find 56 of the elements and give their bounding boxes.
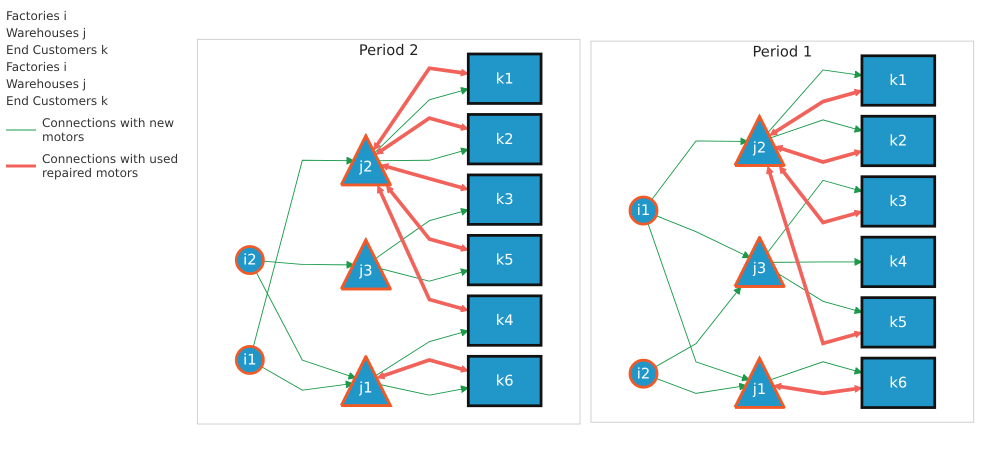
node-box: k6 — [466, 355, 542, 408]
arrow — [374, 87, 469, 154]
node-circle: i1 — [628, 196, 658, 226]
axis-caption: Warehouses j — [6, 77, 88, 91]
node-box: k5 — [860, 296, 936, 349]
arrow — [380, 163, 469, 192]
arrow — [380, 268, 469, 282]
node-box: k1 — [466, 52, 542, 106]
arrow — [252, 156, 354, 348]
axis-caption: Factories i — [6, 60, 68, 74]
axis-caption: End Customers k — [6, 94, 109, 108]
arrow — [767, 70, 862, 134]
arrow — [261, 366, 354, 391]
axis-caption: End Customers k — [6, 43, 109, 57]
arrow — [773, 383, 862, 396]
arrow — [375, 116, 469, 156]
arrow — [651, 138, 748, 201]
legend-text: Connections with used repaired motors — [42, 152, 180, 180]
arrow — [654, 286, 742, 368]
arrow — [656, 216, 750, 258]
arrow — [380, 384, 469, 396]
node-box: k2 — [466, 113, 542, 166]
arrow — [378, 148, 469, 162]
arrow — [770, 362, 862, 381]
arrow — [256, 272, 356, 380]
arrow — [648, 223, 750, 382]
node-box: k1 — [860, 54, 936, 107]
arrow — [376, 186, 469, 313]
legend-text: Connections with new motors — [42, 116, 176, 144]
arrow — [766, 166, 862, 346]
node-box: k6 — [860, 357, 936, 410]
arrow — [778, 166, 862, 225]
node-box: k2 — [860, 115, 936, 168]
node-circle: i2 — [234, 246, 265, 276]
arrow — [774, 145, 862, 164]
arrow — [373, 66, 469, 151]
node-box: k3 — [466, 174, 542, 226]
arrow — [770, 120, 862, 139]
node-box: k5 — [466, 234, 542, 287]
axis-caption: Warehouses j — [6, 26, 88, 40]
arrow — [386, 186, 469, 252]
arrow — [766, 180, 862, 254]
node-box: k3 — [860, 176, 936, 228]
arrow — [374, 208, 469, 260]
arrow — [262, 261, 354, 270]
node-box: k4 — [860, 236, 936, 288]
node-circle: i1 — [234, 345, 265, 376]
arrow — [656, 378, 747, 394]
arrow — [375, 329, 469, 376]
node-box: k4 — [466, 294, 542, 348]
node-circle: i2 — [628, 359, 658, 389]
arrow — [376, 358, 469, 380]
arrow — [772, 258, 862, 266]
axis-caption: Factories i — [6, 9, 68, 23]
arrow — [777, 273, 862, 314]
arrow — [769, 89, 862, 136]
